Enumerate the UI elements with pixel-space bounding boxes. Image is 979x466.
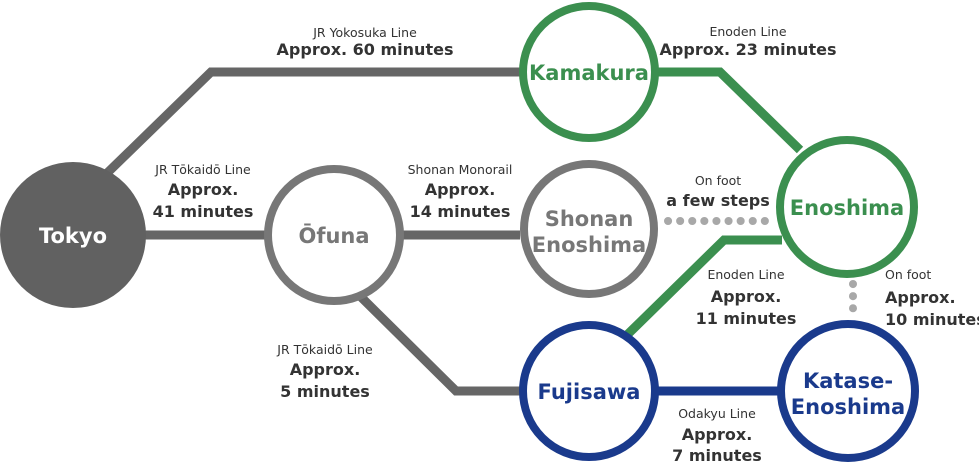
route-line-name: Odakyu Line — [678, 406, 756, 421]
line-tokyo-kamakura — [96, 67, 522, 184]
route-travel-time: a few steps — [666, 191, 770, 210]
route-travel-time-2: 11 minutes — [696, 309, 797, 328]
route-label-fujisawa-enoshima: Enoden Line Approx. 11 minutes — [696, 267, 797, 328]
route-label-ofuna-shonan: Shonan Monorail Approx. 14 minutes — [408, 162, 513, 221]
station-shonan-enoshima-circle — [520, 160, 658, 298]
route-line-name: Enoden Line — [707, 267, 784, 282]
route-label-fujisawa-katase: Odakyu Line Approx. 7 minutes — [672, 406, 762, 465]
route-line-name: JR Yokosuka Line — [312, 25, 417, 40]
line-kamakura-enoshima — [655, 67, 804, 154]
station-tokyo-circle — [0, 162, 146, 308]
route-line-name: On foot — [695, 173, 741, 188]
line-fujisawa-enoshima — [624, 235, 782, 338]
route-travel-time-1: Approx. — [885, 288, 956, 307]
station-shonan-enoshima-label-2: Enoshima — [532, 233, 646, 257]
station-shonan-enoshima-label-1: Shonan — [545, 207, 634, 231]
station-tokyo-label: Tokyo — [39, 224, 107, 248]
station-ofuna-label: Ōfuna — [298, 223, 369, 248]
route-travel-time: Approx. 60 minutes — [277, 40, 454, 59]
station-ofuna: Ōfuna — [264, 165, 404, 305]
route-travel-time-1: Approx. — [711, 287, 782, 306]
station-katase-enoshima-label-1: Katase- — [803, 369, 893, 393]
route-label-tokyo-ofuna: JR Tōkaidō Line Approx. 41 minutes — [153, 162, 254, 221]
station-enoshima-label: Enoshima — [790, 196, 904, 220]
route-label-shonan-enoshima-walk: On foot a few steps — [666, 173, 770, 210]
route-travel-time-2: 14 minutes — [410, 202, 511, 221]
route-travel-time-1: Approx. — [425, 180, 496, 199]
route-travel-time-2: 7 minutes — [672, 446, 762, 465]
station-enoshima: Enoshima — [776, 136, 918, 278]
route-line-name: Shonan Monorail — [408, 162, 513, 177]
station-enoshima-circle — [776, 136, 918, 278]
route-label-tokyo-kamakura: JR Yokosuka Line Approx. 60 minutes — [277, 25, 454, 59]
station-fujisawa-label: Fujisawa — [538, 380, 641, 404]
route-travel-time-1: Approx. — [168, 180, 239, 199]
station-kamakura: Kamakura — [519, 2, 659, 142]
route-line-name: JR Tōkaidō Line — [276, 342, 373, 357]
station-tokyo: Tokyo — [0, 162, 146, 308]
line-ofuna-fujisawa — [356, 292, 520, 396]
route-travel-time-2: 41 minutes — [153, 202, 254, 221]
route-line-name: Enoden Line — [709, 24, 786, 39]
route-lines — [96, 67, 857, 396]
station-shonan-enoshima: Shonan Enoshima — [520, 160, 658, 298]
route-label-ofuna-fujisawa: JR Tōkaidō Line Approx. 5 minutes — [276, 342, 373, 401]
station-katase-enoshima: Katase- Enoshima — [777, 320, 919, 462]
route-travel-time-1: Approx. — [290, 360, 361, 379]
station-ofuna-circle — [264, 165, 404, 305]
route-line-name: On foot — [885, 267, 931, 282]
station-kamakura-label: Kamakura — [529, 61, 649, 85]
route-travel-time-2: 10 minutes — [885, 310, 979, 329]
station-katase-enoshima-label-2: Enoshima — [791, 395, 905, 419]
station-fujisawa-circle — [519, 321, 659, 461]
route-travel-time-2: 5 minutes — [280, 382, 370, 401]
station-fujisawa: Fujisawa — [519, 321, 659, 461]
route-label-kamakura-enoshima: Enoden Line Approx. 23 minutes — [660, 24, 837, 59]
station-katase-enoshima-circle — [777, 320, 919, 462]
station-kamakura-circle — [519, 2, 659, 142]
route-travel-time-1: Approx. — [682, 425, 753, 444]
route-travel-time: Approx. 23 minutes — [660, 40, 837, 59]
route-line-name: JR Tōkaidō Line — [154, 162, 251, 177]
route-label-enoshima-katase-walk: On foot Approx. 10 minutes — [885, 267, 979, 329]
